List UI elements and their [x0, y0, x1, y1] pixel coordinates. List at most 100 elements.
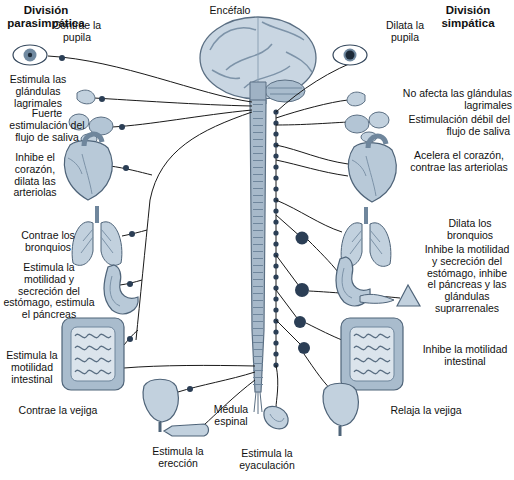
brain [258, 18, 259, 84]
sympathetic-chain [276, 110, 277, 368]
region-label: Médula espinal [206, 404, 256, 428]
stomach [360, 294, 394, 303]
effect-label: Estimulación débil del flujo de saliva [398, 114, 510, 138]
sympathetic-chain [273, 186, 278, 191]
lungs [341, 207, 391, 266]
bladder [143, 379, 178, 432]
heart [64, 134, 396, 202]
sympathetic-ganglion [294, 232, 310, 355]
sympathetic-chain [273, 351, 278, 356]
parasympathetic-ganglion [127, 336, 133, 342]
sympathetic-chain [273, 285, 278, 290]
parasympathetic-ganglion [119, 124, 125, 130]
effect-label: Dilata la pupila [378, 20, 432, 44]
heart [64, 134, 112, 200]
sympathetic-chain [273, 296, 278, 301]
parasympathetic-ganglion [59, 55, 193, 392]
sympathetic-chain [273, 230, 278, 235]
spinal-cord [253, 104, 263, 388]
lungs [72, 206, 122, 265]
sympathetic-chain [273, 329, 278, 334]
effect-label: No afecta las glándulas lagrimales [392, 88, 512, 112]
sympathetic-nerves [308, 240, 338, 272]
effect-label: Estimula las glándulas lagrimales [2, 74, 74, 109]
brain [200, 17, 316, 104]
heart [348, 136, 396, 202]
eye [333, 45, 367, 65]
effect-label: Contrae los bronquios [20, 230, 76, 254]
sympathetic-chain [273, 153, 278, 158]
genital-organ [270, 414, 284, 421]
eye [346, 51, 355, 60]
stomach [104, 265, 138, 314]
parasympathetic-nerves [94, 98, 252, 106]
effect-label: Inhibe la motilidad y secreción del estó… [422, 244, 512, 315]
eye [28, 53, 32, 57]
brain [210, 22, 312, 88]
sympathetic-nerves [276, 145, 348, 164]
effect-label: Estimula la erección [146, 446, 210, 470]
effect-label: Dilata los bronquios [438, 218, 502, 242]
sympathetic-chain [273, 307, 278, 312]
effect-label: Contrae la vejiga [8, 405, 108, 417]
effect-label: Inhibe el corazón, dilata las arteriolas [2, 152, 68, 199]
sympathetic-chain [273, 318, 278, 323]
intestine [62, 318, 124, 390]
region-label: Encéfalo [200, 5, 260, 17]
salivary-gland [69, 112, 389, 144]
parasympathetic-ganglion [129, 231, 135, 237]
sympathetic-ganglion [298, 342, 310, 354]
effect-label: Acelera el corazón, contrae las arteriol… [410, 150, 508, 174]
effect-label: Estimula la eyaculación [232, 448, 302, 472]
adrenal-gland [397, 285, 420, 306]
genital-organ [164, 424, 209, 436]
sympathetic-nerves [276, 100, 348, 118]
intestine [62, 318, 403, 390]
sympathetic-ganglion [294, 316, 306, 328]
parasympathetic-ganglion [127, 281, 133, 287]
division-heading: División simpática [425, 4, 511, 30]
parasympathetic-ganglion [59, 55, 65, 61]
sympathetic-chain [273, 274, 278, 279]
sympathetic-nerves [276, 365, 278, 408]
intestine [341, 318, 403, 390]
sympathetic-nerves [276, 200, 342, 232]
sympathetic-chain [273, 263, 278, 268]
effect-label: Relaja la vejiga [384, 405, 468, 417]
effect-label: Estimula la motilidad intestinal [2, 350, 62, 385]
parasympathetic-nerves [136, 112, 252, 340]
sympathetic-ganglion [295, 283, 309, 297]
bladder [143, 379, 358, 436]
sympathetic-chain [273, 219, 278, 224]
brain [265, 80, 305, 102]
sympathetic-ganglion [296, 232, 309, 245]
sympathetic-chain [273, 208, 278, 213]
eye [13, 45, 47, 65]
parasympathetic-nerves [110, 166, 152, 175]
spinal-cord [254, 392, 262, 414]
genital-organ [264, 406, 288, 429]
stomach [104, 257, 394, 314]
sympathetic-nerves [276, 160, 348, 176]
brain [268, 88, 302, 94]
effect-label: Estimula la motilidad y secreción del es… [2, 262, 96, 321]
bladder [323, 383, 358, 436]
sympathetic-chain [273, 340, 278, 345]
parasympathetic-nerves [122, 230, 147, 236]
sympathetic-chain [273, 109, 278, 368]
lacrimal-gland [347, 92, 365, 106]
sympathetic-nerves [276, 58, 364, 112]
parasympathetic-nerves [48, 56, 255, 425]
spinal-cord [250, 100, 266, 414]
lacrimal-gland [77, 90, 95, 104]
effect-label: Inhibe la motilidad intestinal [422, 344, 508, 368]
effect-label: Contrae la pupila [50, 20, 104, 44]
sympathetic-chain [273, 164, 278, 169]
spinal-cord [250, 100, 266, 392]
parasympathetic-nerves [124, 365, 255, 368]
sympathetic-chain [273, 241, 278, 246]
eye [13, 45, 367, 65]
adrenal-gland [397, 285, 420, 306]
